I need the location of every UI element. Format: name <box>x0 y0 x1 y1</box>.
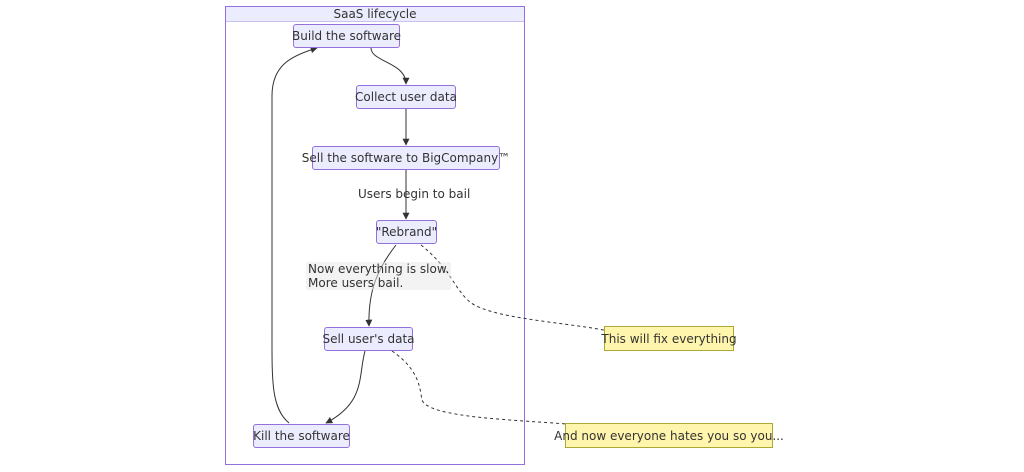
node-build-the-software[interactable]: Build the software <box>292 24 401 48</box>
edge-selldata-to-kill <box>325 350 366 424</box>
subgraph-saas-lifecycle: SaaS lifecycle <box>225 6 525 465</box>
note-this-will-fix-everything: This will fix everything <box>601 326 737 351</box>
edge-label-everything-slow: Now everything is slow. More users bail. <box>306 262 452 290</box>
node-collect-user-data[interactable]: Collect user data <box>355 85 457 109</box>
edge-kill-to-build <box>271 46 318 424</box>
node-kill-the-software[interactable]: Kill the software <box>253 424 350 448</box>
note-everyone-hates-you: And now everyone hates you so you... <box>554 423 784 448</box>
edge-build-to-collect <box>370 47 410 85</box>
edge-label-users-begin-to-bail: Users begin to bail <box>358 187 471 201</box>
edge-label-line-1: Now everything is slow. <box>308 262 450 276</box>
subgraph-title: SaaS lifecycle <box>226 7 524 22</box>
edge-label-line-2: More users bail. <box>308 276 404 290</box>
node-sell-users-data[interactable]: Sell user's data <box>322 327 415 351</box>
note-link-hates <box>391 350 567 425</box>
node-rebrand[interactable]: "Rebrand" <box>376 220 437 244</box>
node-sell-the-software[interactable]: Sell the software to BigCompany™ <box>302 146 510 170</box>
